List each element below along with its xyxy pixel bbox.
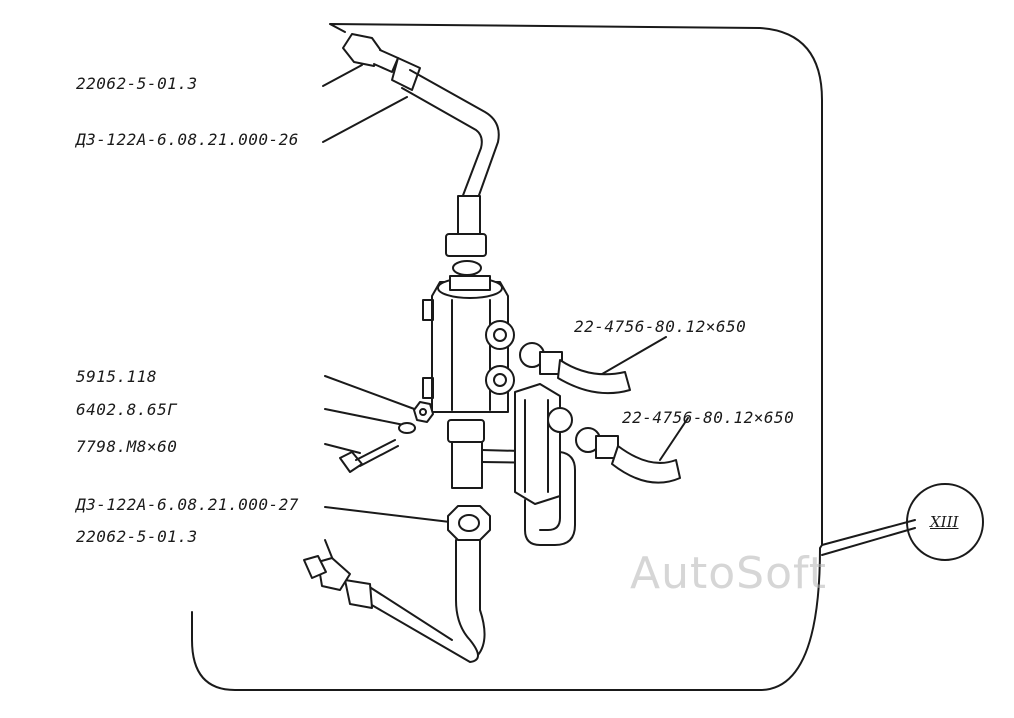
label-hose-upper: 22-4756-80.12×650 bbox=[574, 317, 747, 336]
leader-6 bbox=[324, 443, 361, 454]
bottom-fitting bbox=[303, 555, 373, 609]
label-washer-6402: 6402.8.65Г bbox=[76, 400, 178, 419]
leader-4 bbox=[324, 375, 418, 411]
label-nut-5915: 5915.118 bbox=[76, 367, 158, 386]
upper-tube bbox=[409, 69, 500, 199]
label-dz-122a-27: ДЗ-122А-6.08.21.000-27 bbox=[76, 495, 299, 514]
label-hose-lower: 22-4756-80.12×650 bbox=[622, 408, 795, 427]
leader-5 bbox=[324, 408, 405, 426]
side-block bbox=[514, 383, 573, 505]
leader-7 bbox=[324, 506, 451, 523]
section-circle bbox=[906, 483, 984, 561]
lower-tube bbox=[369, 539, 479, 663]
section-leader-2 bbox=[821, 527, 916, 556]
section-boundary bbox=[191, 23, 823, 691]
nut-5915 bbox=[413, 401, 434, 423]
lower-hose bbox=[575, 427, 681, 484]
bolt-7798 bbox=[339, 439, 399, 473]
upper-nut bbox=[445, 233, 487, 257]
lower-body bbox=[451, 441, 483, 489]
top-fitting bbox=[342, 33, 421, 91]
upper-hose bbox=[519, 342, 631, 395]
washer-6402 bbox=[398, 422, 416, 434]
leader-3 bbox=[659, 417, 689, 461]
label-22062-top: 22062-5-01.3 bbox=[76, 74, 198, 93]
lower-nut bbox=[447, 419, 485, 443]
section-mark: XIII bbox=[930, 513, 959, 531]
upper-tube-straight bbox=[457, 195, 481, 237]
section-leader-1 bbox=[821, 519, 916, 546]
upper-washer bbox=[452, 260, 482, 276]
leader-1 bbox=[322, 96, 408, 143]
leader-0 bbox=[322, 64, 363, 87]
watermark: AutoSoft bbox=[630, 548, 827, 599]
label-bolt-7798: 7798.М8×60 bbox=[76, 437, 178, 456]
valve-body bbox=[422, 275, 515, 413]
label-22062-bottom: 22062-5-01.3 bbox=[76, 527, 198, 546]
label-dz-122a-26: ДЗ-122А-6.08.21.000-26 bbox=[76, 130, 299, 149]
bottom-nut bbox=[447, 505, 491, 541]
